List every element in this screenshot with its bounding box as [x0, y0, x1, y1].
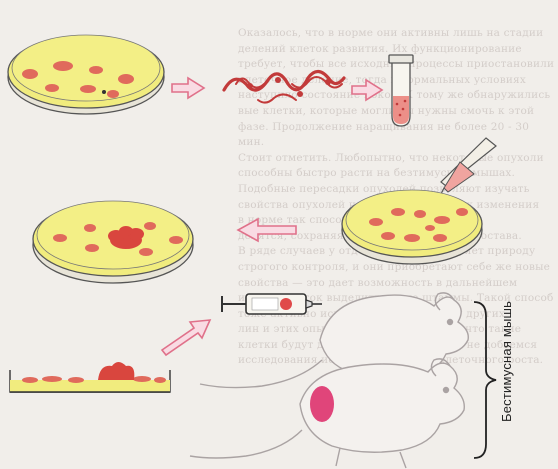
- syringe: [222, 294, 322, 314]
- arrow-right-2: [352, 80, 382, 100]
- arrow-left: [238, 219, 296, 241]
- tumor-on-mouse: [310, 386, 334, 422]
- bracket: [474, 302, 496, 458]
- side-label-athymic-mouse: Бестимусная мышь: [499, 301, 514, 422]
- petri-dish-right: [342, 190, 482, 264]
- test-tube: [389, 55, 413, 126]
- culture-dish-side-view: [10, 362, 170, 392]
- arrow-right-1: [172, 78, 204, 98]
- petri-dish-top-left: [8, 35, 164, 114]
- arrow-diagonal: [162, 320, 210, 355]
- petri-dish-middle-left: [33, 201, 193, 283]
- dissociated-tissue: [224, 71, 344, 102]
